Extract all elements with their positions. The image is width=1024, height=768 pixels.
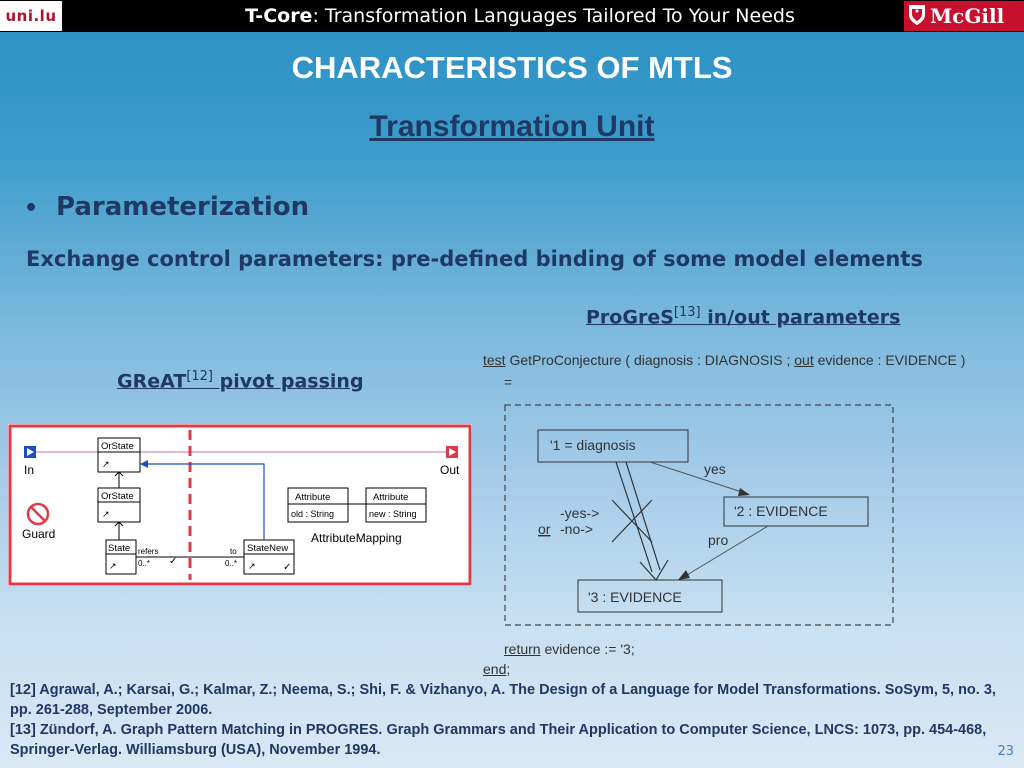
in-label: In	[24, 463, 34, 477]
out-label: Out	[440, 463, 460, 477]
yes-edge	[649, 461, 749, 495]
state-label: State	[108, 543, 130, 554]
end-rest: ;	[506, 661, 511, 677]
pro-edge-label: pro	[708, 532, 728, 548]
node-1	[537, 429, 689, 463]
reference-12: [12] Agrawal, A.; Karsai, G.; Kalmar, Z.…	[10, 682, 996, 718]
mcgill-logo: McGill	[904, 1, 1024, 31]
double-arrow	[615, 461, 661, 573]
progres-label: ProGreS[13] in/out parameters	[586, 305, 900, 328]
progres-ref: [13]	[673, 305, 701, 320]
great-label-name: GReAT	[117, 370, 187, 393]
refers-label: refers	[138, 547, 158, 556]
description: Exchange control parameters: pre-defined…	[26, 247, 923, 271]
header-bar: uni.lu T-Core: Transformation Languages …	[0, 0, 1024, 32]
progres-label-name: ProGreS	[586, 306, 674, 329]
return-rest: evidence := '3;	[540, 641, 635, 657]
progres-frame	[504, 404, 894, 626]
end-statement: end;	[483, 661, 510, 677]
svg-text:↗: ↗	[102, 459, 110, 469]
guard-label: Guard	[22, 527, 55, 541]
pro-edge	[681, 525, 769, 579]
great-diagram-svg: In Out Guard OrState ↗ OrState ↗	[8, 424, 472, 586]
attribute-box-new: Attribute new : String	[365, 487, 427, 523]
mcgill-shield-icon	[909, 5, 925, 25]
header-title-bold: T-Core	[245, 5, 313, 27]
guard-icon	[26, 502, 50, 526]
slide-subtitle-text: Transformation Unit	[369, 110, 655, 143]
reference-13: [13] Zündorf, A. Graph Pattern Matching …	[10, 722, 987, 758]
svg-text:✓: ✓	[169, 556, 177, 567]
orstate-box-2: OrState ↗	[97, 487, 141, 523]
header-title-rest: : Transformation Languages Tailored To Y…	[312, 5, 795, 27]
great-ref: [12]	[186, 369, 213, 384]
attr-old-field: old : String	[291, 509, 334, 519]
progres-header-end: evidence : EVIDENCE )	[813, 352, 966, 368]
progres-label-rest: in/out parameters	[707, 306, 901, 329]
svg-text:↗: ↗	[102, 509, 110, 519]
header-title: T-Core: Transformation Languages Tailore…	[120, 3, 920, 29]
great-label: GReAT[12] pivot passing	[117, 369, 364, 392]
yes-edge-label: yes	[704, 461, 726, 477]
bullet-text: Parameterization	[56, 192, 310, 222]
page-number: 23	[997, 744, 1014, 759]
orstate-1-label: OrState	[101, 441, 134, 452]
kw-test: test	[483, 352, 506, 368]
pivot-connection	[140, 463, 265, 540]
svg-text:✓: ✓	[283, 562, 291, 573]
progres-diagram: '1 = diagnosis '2 : EVIDENCE '3 : EVIDEN…	[504, 404, 894, 626]
attr-new-field: new : String	[369, 509, 417, 519]
attribute-mapping-label: AttributeMapping	[311, 531, 402, 545]
kw-end: end	[483, 661, 507, 677]
to-label: to	[230, 547, 237, 556]
node-2	[723, 496, 869, 527]
kw-return: return	[504, 641, 541, 657]
kw-out: out	[794, 352, 814, 368]
node-2-label: '2 : EVIDENCE	[734, 503, 828, 519]
bullet-item: • Parameterization	[24, 192, 309, 222]
node-1-label: '1 = diagnosis	[550, 437, 636, 453]
orstate-2-label: OrState	[101, 491, 134, 502]
attribute-box-old: Attribute old : String	[287, 487, 349, 523]
slide-title: CHARACTERISTICS OF MTLS	[291, 50, 733, 85]
references: [12] Agrawal, A.; Karsai, G.; Kalmar, Z.…	[10, 680, 1015, 760]
great-diagram: In Out Guard OrState ↗ OrState ↗	[8, 424, 472, 586]
progres-eq: =	[504, 374, 513, 390]
yes-arrow-label: -yes->	[560, 505, 599, 521]
attr-old-name: Attribute	[295, 492, 330, 503]
mcgill-logo-text: McGill	[930, 4, 1005, 28]
no-arrow-label: -no->	[560, 521, 593, 537]
bullet-dot-icon: •	[24, 196, 39, 221]
progres-test-header: test GetProConjecture ( diagnosis : DIAG…	[483, 352, 965, 368]
statenew-box: StateNew ↗ ✓	[243, 539, 295, 575]
progres-header-mid: GetProConjecture ( diagnosis : DIAGNOSIS…	[505, 352, 795, 368]
slide-subtitle: Transformation Unit	[0, 110, 1024, 144]
return-statement: return evidence := '3;	[504, 641, 635, 657]
node-3	[577, 579, 723, 613]
node-3-label: '3 : EVIDENCE	[588, 589, 682, 605]
svg-text:↗: ↗	[109, 561, 117, 571]
orstate-box-1: OrState ↗	[97, 437, 141, 473]
or-keyword: or	[538, 521, 551, 537]
to-mult: 0..*	[225, 559, 237, 568]
state-box: State ↗	[105, 539, 137, 575]
statenew-label: StateNew	[247, 543, 288, 554]
attr-new-name: Attribute	[373, 492, 408, 503]
uni-lu-logo: uni.lu	[0, 1, 62, 31]
refers-mult: 0..*	[138, 559, 150, 568]
svg-text:↗: ↗	[248, 561, 256, 571]
great-label-rest: pivot passing	[219, 370, 364, 393]
